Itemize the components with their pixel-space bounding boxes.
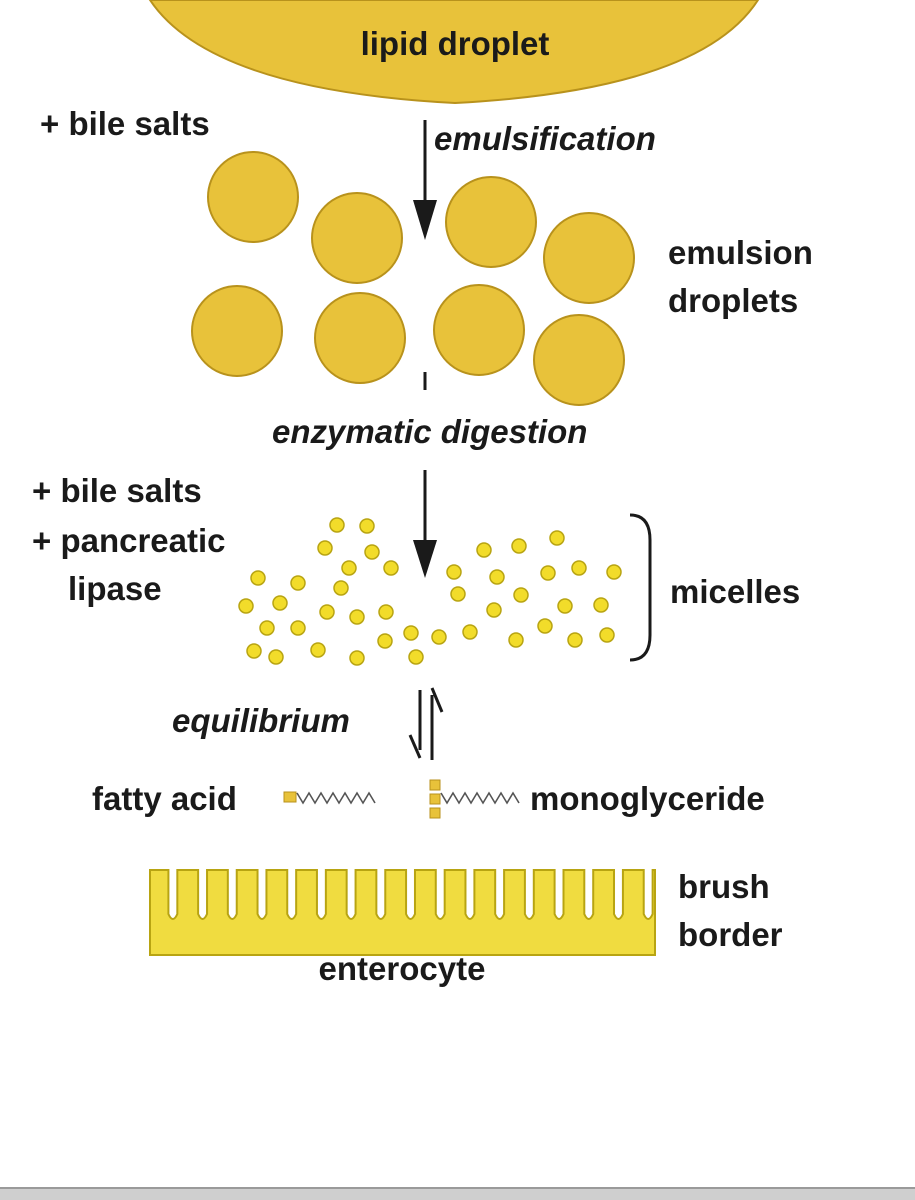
fatty-acid-label: fatty acid — [92, 780, 237, 817]
emulsification-arrow-head — [413, 200, 437, 240]
emulsion-label-line1: emulsion — [668, 234, 813, 271]
emulsion-droplet — [445, 176, 537, 268]
micelle — [349, 609, 365, 625]
micelle — [403, 625, 419, 641]
emulsion-droplet — [311, 192, 403, 284]
micelle — [540, 565, 556, 581]
micelle — [486, 602, 502, 618]
micelle — [378, 604, 394, 620]
micelle — [508, 632, 524, 648]
micelle — [359, 518, 375, 534]
emulsion-droplets — [191, 151, 635, 406]
window-bottom-scrollbar[interactable] — [0, 1187, 915, 1200]
micelle — [290, 620, 306, 636]
micelle — [259, 620, 275, 636]
enzymatic-digestion-label: enzymatic digestion — [272, 413, 587, 450]
brush-border-label-line2: border — [678, 916, 783, 953]
micelle — [511, 538, 527, 554]
micelles-label: micelles — [670, 573, 800, 610]
micelle — [364, 544, 380, 560]
emulsion-droplet — [543, 212, 635, 304]
equilibrium-label: equilibrium — [172, 702, 350, 739]
emulsion-label-line2: droplets — [668, 282, 798, 319]
micelle — [606, 564, 622, 580]
emulsion-droplet — [191, 285, 283, 377]
micelle — [290, 575, 306, 591]
emulsion-droplet — [314, 292, 406, 384]
digestion-arrow-head — [413, 540, 437, 578]
micelle — [383, 560, 399, 576]
micelles-cluster — [238, 517, 622, 666]
lipid-droplet-label: lipid droplet — [361, 25, 550, 62]
micelle — [272, 595, 288, 611]
micelle — [513, 587, 529, 603]
pancreatic-label-line2: lipase — [68, 570, 162, 607]
emulsion-droplet — [207, 151, 299, 243]
micelle — [557, 598, 573, 614]
micelle — [567, 632, 583, 648]
bile-salts-label-1: + bile salts — [40, 105, 210, 142]
emulsion-droplet — [433, 284, 525, 376]
micelle — [377, 633, 393, 649]
micelle — [268, 649, 284, 665]
emulsion-droplet — [533, 314, 625, 406]
enterocyte-brush-border — [149, 869, 656, 956]
micelle — [246, 643, 262, 659]
micelles-bracket — [629, 513, 652, 662]
monoglyceride-molecule — [429, 779, 520, 819]
micelle — [489, 569, 505, 585]
emulsification-label: emulsification — [434, 120, 656, 157]
brush-border-label-line1: brush — [678, 868, 770, 905]
micelle — [238, 598, 254, 614]
micelle — [446, 564, 462, 580]
monoglyceride-label: monoglyceride — [530, 780, 765, 817]
bile-salts-label-2: + bile salts — [32, 472, 202, 509]
micelle — [333, 580, 349, 596]
micelle — [408, 649, 424, 665]
micelle — [462, 624, 478, 640]
micelle — [593, 597, 609, 613]
micelle — [450, 586, 466, 602]
micelle — [549, 530, 565, 546]
micelle — [329, 517, 345, 533]
micelle — [571, 560, 587, 576]
pancreatic-label-line1: + pancreatic — [32, 522, 226, 559]
micelle — [599, 627, 615, 643]
micelle — [341, 560, 357, 576]
fatty-acid-molecule — [283, 791, 376, 805]
micelle — [537, 618, 553, 634]
equilibrium-arrows — [408, 687, 444, 760]
micelle — [349, 650, 365, 666]
micelle — [250, 570, 266, 586]
lipid-droplet-shape — [148, 0, 760, 105]
micelle — [310, 642, 326, 658]
enterocyte-label: enterocyte — [319, 950, 486, 987]
micelle — [431, 629, 447, 645]
micelle — [319, 604, 335, 620]
micelle — [317, 540, 333, 556]
micelle — [476, 542, 492, 558]
